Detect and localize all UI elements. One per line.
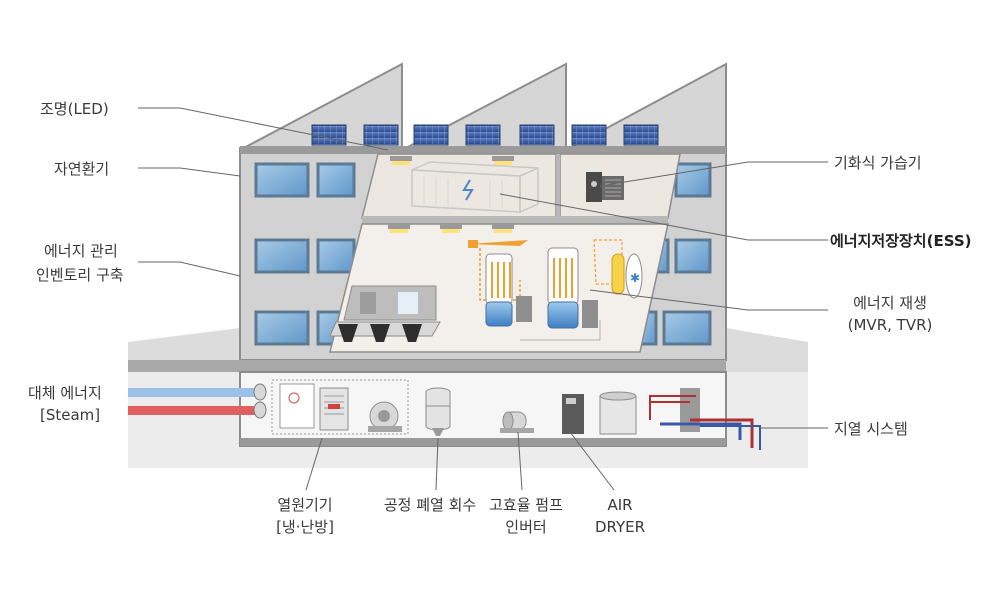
window-icon [256, 164, 308, 196]
window-icon [664, 312, 710, 344]
svg-text:✱: ✱ [630, 271, 640, 285]
label-alternative-energy-1: 대체 에너지 [28, 382, 102, 404]
window-icon [676, 240, 710, 272]
label-energy-management-2: 인벤토리 구축 [36, 264, 124, 286]
led-light-icon [492, 156, 514, 161]
label-humidifier: 기화식 가습기 [834, 152, 922, 174]
led-light-icon [440, 224, 462, 229]
humidifier-icon [586, 172, 624, 202]
solar-panel-icon [312, 125, 346, 145]
window-icon [256, 240, 308, 272]
label-energy-regen-1: 에너지 재생 [830, 292, 950, 314]
steam-pipe-red [128, 406, 258, 415]
label-heat-source-2: [냉·난방] [250, 516, 360, 538]
label-led: 조명(LED) [40, 98, 109, 120]
led-light-icon [390, 156, 412, 161]
led-light-icon [388, 224, 410, 229]
solar-panel-icon [624, 125, 658, 145]
solar-panel-icon [572, 125, 606, 145]
label-pump-1: 고효율 펌프 [476, 494, 576, 516]
label-alternative-energy-2: [Steam] [40, 404, 100, 426]
window-icon [256, 312, 308, 344]
label-energy-management-1: 에너지 관리 [44, 240, 118, 262]
solar-panels [312, 125, 658, 145]
solar-panel-icon [466, 125, 500, 145]
label-pump-2: 인버터 [476, 516, 576, 538]
steam-pipe-blue [128, 388, 258, 397]
solar-panel-icon [414, 125, 448, 145]
led-light-icon [492, 224, 514, 229]
label-air-dryer-2: DRYER [580, 516, 660, 538]
label-geothermal: 지열 시스템 [834, 418, 908, 440]
solar-panel-icon [364, 125, 398, 145]
window-icon [318, 164, 354, 196]
label-energy-regen-2: (MVR, TVR) [830, 314, 950, 336]
heat-source-unit-icon [280, 384, 314, 428]
air-dryer-icon [562, 394, 584, 434]
label-heat-source-1: 열원기기 [250, 494, 360, 516]
label-air-dryer-1: AIR [580, 494, 660, 516]
window-icon [318, 240, 354, 272]
label-natural-ventilation: 자연환기 [54, 158, 109, 180]
solar-panel-icon [520, 125, 554, 145]
waste-heat-recovery-icon [426, 388, 450, 436]
label-waste-heat-recovery: 공정 폐열 회수 [368, 494, 492, 516]
storage-tank-icon [600, 392, 636, 434]
label-ess: 에너지저장장치(ESS) [830, 230, 972, 252]
